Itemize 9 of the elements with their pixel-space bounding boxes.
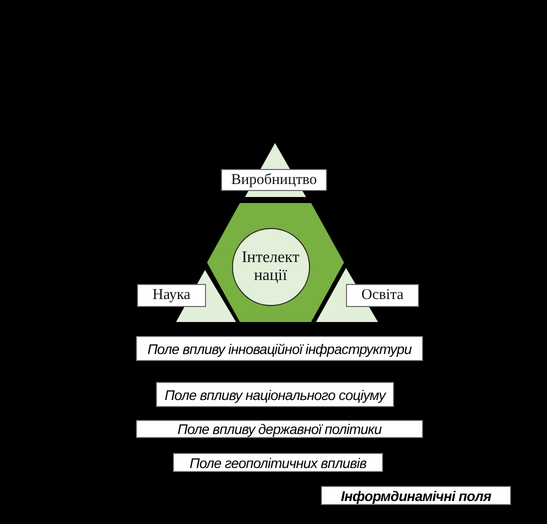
field-label: Поле впливу інноваційної інфраструктури	[136, 336, 423, 361]
field-label: Поле впливу національного соціуму	[156, 382, 394, 407]
sector-label: Виробництво	[221, 169, 327, 191]
sector-label: Наука	[137, 284, 206, 307]
concept-label: Інтелект нації	[240, 248, 300, 284]
field-label: Поле впливу державної політики	[136, 420, 423, 438]
field-label: Поле геополітичних впливів	[173, 453, 383, 472]
sector-label: Освіта	[346, 284, 419, 307]
field-label: Інформдинамічні поля	[321, 486, 511, 505]
